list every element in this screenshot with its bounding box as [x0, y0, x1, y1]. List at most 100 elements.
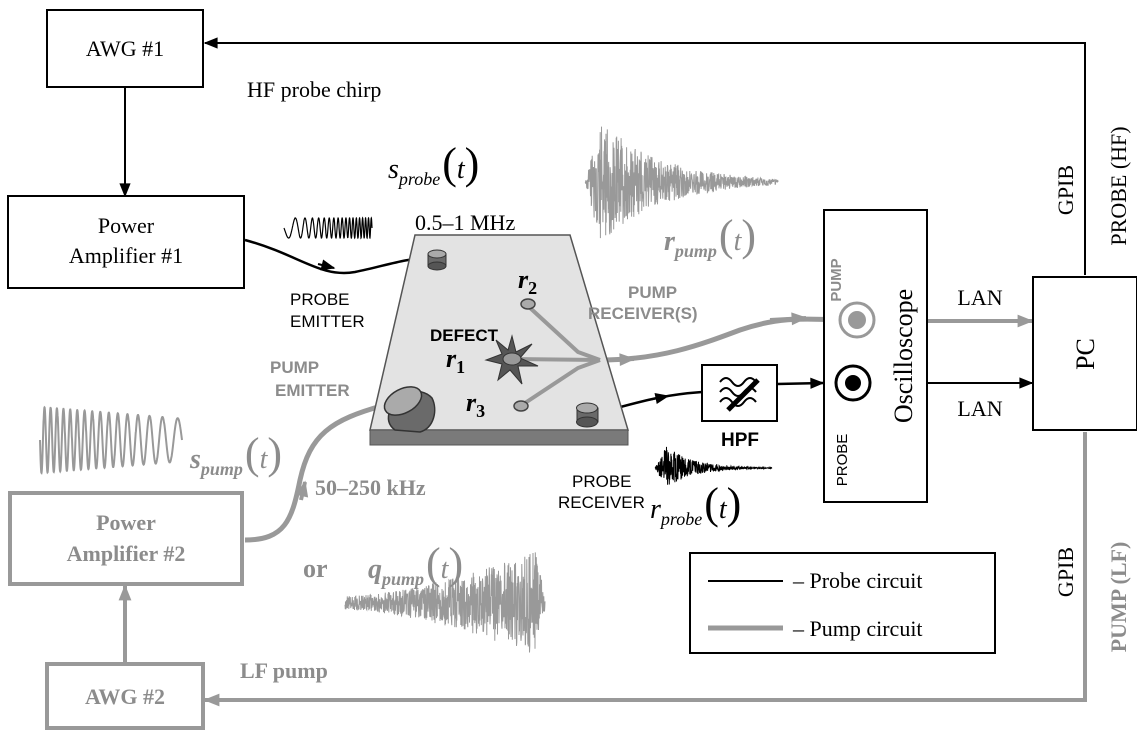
pump-lf-label: PUMP (LF): [1106, 542, 1131, 653]
r-probe-sub: probe: [659, 509, 702, 529]
probe-receiver-label-line1: PROBE: [572, 472, 632, 491]
r2-label-main: r: [518, 265, 529, 294]
pump-path-r2: [526, 304, 601, 362]
pump-receiver-cable-arrow-2: [769, 312, 808, 326]
awg2-box: AWG #2: [45, 662, 205, 730]
q-pump-signal-label: qpump(t): [368, 539, 463, 589]
s-probe-main: s: [388, 154, 399, 185]
receiver-r3-dot: [513, 400, 529, 412]
power-amplifier-1-box: Power Amplifier #1: [7, 195, 245, 289]
r3-label: r3: [466, 388, 485, 421]
oscilloscope-pump-input-label: PUMP: [828, 258, 845, 301]
probe-hf-label: PROBE (HF): [1106, 126, 1131, 245]
pump-emitter-label-line2: EMITTER: [275, 381, 350, 400]
s-pump-chirp-waveform: [39, 405, 183, 475]
probe-receiver-cable-arrow: [647, 392, 670, 404]
probe-emitter-label-line2: EMITTER: [290, 312, 365, 331]
pump-receiver-to-oscilloscope-cable: [599, 316, 839, 363]
q-pump-main: q: [368, 554, 382, 585]
s-pump-sub: pump: [199, 459, 243, 479]
pump-receiver-cable-arrow: [611, 353, 636, 367]
pump-receivers-label-line2: RECEIVER(S): [588, 304, 698, 323]
r-pump-main: r: [664, 226, 676, 257]
pump-cable-arrow: [295, 480, 309, 501]
r1-label-main: r: [446, 344, 457, 373]
pump-connections: [118, 312, 1087, 707]
power-amplifier-1-label-line1: Power: [98, 213, 155, 238]
probe-input-connector: [834, 364, 872, 402]
or-label: or: [303, 554, 328, 583]
pump-emitter-label-line1: PUMP: [270, 358, 319, 377]
pump-receivers-label-line1: PUMP: [628, 283, 677, 302]
power-amplifier-1-label-line2: Amplifier #1: [69, 243, 183, 268]
s-probe-sub: probe: [397, 169, 440, 189]
s-pump-main: s: [189, 444, 201, 475]
gpib-top-label: GPIB: [1053, 165, 1078, 215]
r1-label-sub: 1: [456, 357, 465, 377]
pc-label: PC: [1071, 338, 1100, 370]
hpf-label: HPF: [721, 430, 759, 451]
lan-bottom-label: LAN: [957, 396, 1002, 421]
hpf-slash-icon: [726, 378, 760, 412]
power-amplifier-2-label-line1: Power: [96, 510, 156, 535]
oscilloscope-label: Oscilloscope: [889, 289, 918, 423]
s-pump-t: t: [260, 444, 269, 475]
r1-label: r1: [446, 344, 465, 377]
r2-label-sub: 2: [528, 278, 537, 298]
waveforms: [39, 126, 779, 653]
pump-path-r3: [520, 358, 601, 407]
amp1-to-probe-emitter-cable: [244, 238, 431, 275]
probe-emitter-label-line1: PROBE: [290, 290, 350, 309]
pc-box: PC: [1032, 276, 1137, 431]
oscilloscope-probe-input-label: PROBE: [834, 434, 851, 487]
r-probe-t: t: [719, 494, 728, 525]
sample-plate: [369, 234, 630, 446]
power-amplifier-2-box: Power Amplifier #2: [8, 491, 244, 586]
hf-probe-chirp-label: HF probe chirp: [247, 77, 381, 102]
r-pump-sub: pump: [673, 241, 717, 261]
pc-to-awg1-line: [203, 37, 1086, 275]
r-pump-t: t: [734, 226, 743, 257]
lf-pump-label: LF pump: [240, 658, 328, 683]
r3-label-sub: 3: [476, 401, 485, 421]
s-probe-signal-label: sprobe(t): [388, 139, 479, 189]
probe-receiver-transducer: [576, 402, 599, 428]
gpib-bottom-label: GPIB: [1053, 547, 1078, 597]
r-pump-waveform: [584, 126, 779, 239]
legend-pump-label: – Pump circuit: [792, 616, 923, 641]
probe-frequency-label: 0.5–1 MHz: [415, 210, 515, 235]
r-probe-main: r: [650, 494, 661, 525]
probe-receiver-label-line2: RECEIVER: [558, 493, 645, 512]
r2-label: r2: [518, 265, 537, 298]
r-probe-signal-label: rprobe(t): [650, 479, 741, 529]
awg2-label: AWG #2: [85, 684, 165, 709]
pump-frequency-label: 50–250 kHz: [315, 475, 426, 500]
legend-probe-label: – Probe circuit: [792, 568, 923, 593]
r3-label-main: r: [466, 388, 477, 417]
defect-label: DEFECT: [430, 326, 499, 345]
s-pump-signal-label: spump(t): [189, 429, 282, 479]
power-amplifier-2-label-line2: Amplifier #2: [67, 541, 186, 566]
probe-emitter-transducer: [427, 249, 447, 271]
pc-to-awg2-line: [203, 432, 1087, 707]
pump-emitter-transducer: [383, 386, 436, 433]
pump-path-r1: [511, 357, 601, 362]
r-probe-waveform: [654, 446, 773, 485]
awg1-box: AWG #1: [46, 9, 204, 88]
probe-cable-arrow: [317, 259, 336, 271]
legend: – Probe circuit – Pump circuit: [689, 552, 996, 654]
amp2-to-pump-emitter-cable: [244, 402, 386, 543]
oscilloscope-box: Oscilloscope PUMP PROBE: [823, 209, 928, 503]
awg1-label: AWG #1: [86, 36, 164, 61]
q-pump-t: t: [441, 554, 450, 585]
hpf-to-oscilloscope-line: [776, 377, 825, 389]
s-probe-chirp-waveform: [283, 216, 373, 240]
s-probe-t: t: [457, 154, 466, 185]
lan-top-label: LAN: [957, 285, 1002, 310]
receiver-r2-dot: [520, 298, 536, 310]
r-pump-signal-label: rpump(t): [664, 211, 756, 261]
hpf-box: HPF: [701, 364, 778, 451]
pump-input-connector: [838, 301, 876, 339]
